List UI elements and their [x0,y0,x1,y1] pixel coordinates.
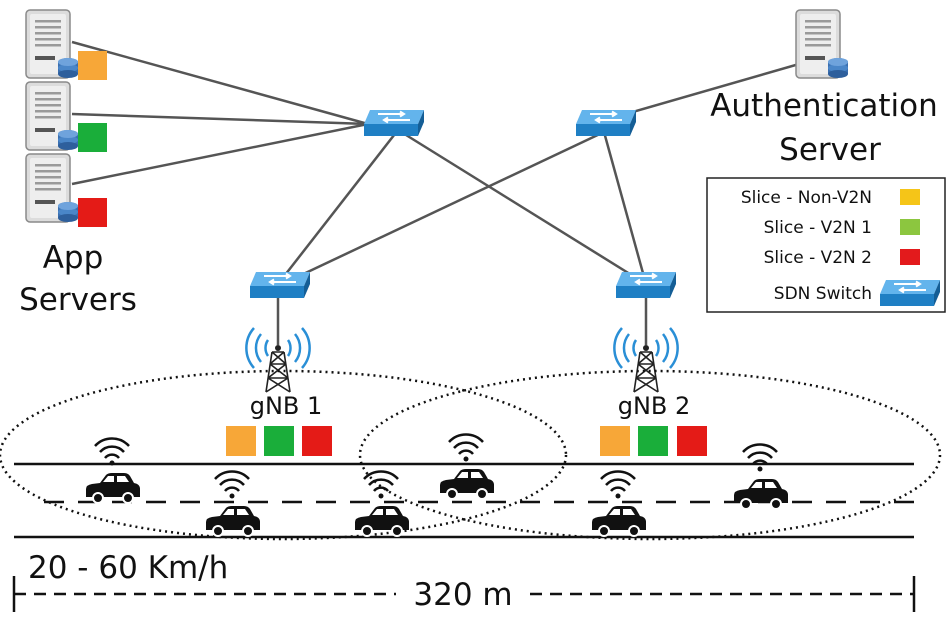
gnb1-label: gNB 1 [250,392,323,420]
legend-swatch-v2n1 [900,219,920,235]
legend: Slice - Non-V2N Slice - V2N 1 Slice - V2… [706,177,946,313]
legend-swatch-non-v2n [900,189,920,205]
car-icon [438,433,496,501]
link-app-server-2-switch [71,112,369,126]
auth-server-label-line1: Authentication [710,88,938,124]
server-icon [795,9,849,79]
server-icon [25,9,79,79]
authentication-server: Authentication Server [710,9,938,168]
link-core-switch-gnb1-switch [277,129,399,285]
app-servers-label-line1: App [43,240,104,276]
slice-square-non-v2n [226,426,256,456]
slice-square-v2n1 [78,123,107,152]
gnb2-coverage [358,369,942,541]
sdn-switch-icon [575,109,637,137]
link-app-server-3-switch [71,122,369,186]
distance-label: 320 m [413,577,512,613]
legend-label-v2n1: Slice - V2N 1 [764,218,872,238]
slice-square-v2n1 [264,426,294,456]
legend-swatch-v2n2 [900,249,920,265]
car-icon [590,470,648,538]
slice-square-v2n2 [302,426,332,456]
gnb2-slices [600,426,707,456]
car-icon [84,437,142,505]
app-servers-label-line2: Servers [19,282,137,318]
slice-square-non-v2n [600,426,630,456]
slice-square-non-v2n [78,51,107,80]
server-icon [25,153,79,223]
slice-square-v2n2 [78,198,107,227]
sdn-switch-icon [363,109,425,137]
sdn-switch-icon [249,271,311,299]
link-auth-switch-gnb1-switch [277,130,605,288]
coverage-areas [0,369,942,541]
gnb1-slices [226,426,332,456]
link-auth-switch-gnb2-switch [602,131,648,285]
gnb1-coverage [0,369,568,541]
legend-label-v2n2: Slice - V2N 2 [764,248,872,268]
slice-square-v2n2 [677,426,707,456]
sdn-switch-icon [879,279,941,307]
link-core-switch-gnb2-switch [397,128,647,286]
link-app-server-1-switch [71,40,369,126]
car-icon [204,470,262,538]
car-icon [732,443,790,511]
car-icon [353,470,411,538]
speed-label: 20 - 60 Km/h [28,550,228,586]
server-icon [25,81,79,151]
sdn-switch-icon [615,271,677,299]
legend-label-sdn-switch: SDN Switch [774,284,872,304]
legend-label-non-v2n: Slice - Non-V2N [741,188,872,208]
gnb2-label: gNB 2 [618,392,691,420]
distance-scale [12,576,916,612]
auth-server-label-line2: Server [779,132,881,168]
slice-square-v2n1 [638,426,668,456]
app-servers: App Servers [19,9,137,318]
